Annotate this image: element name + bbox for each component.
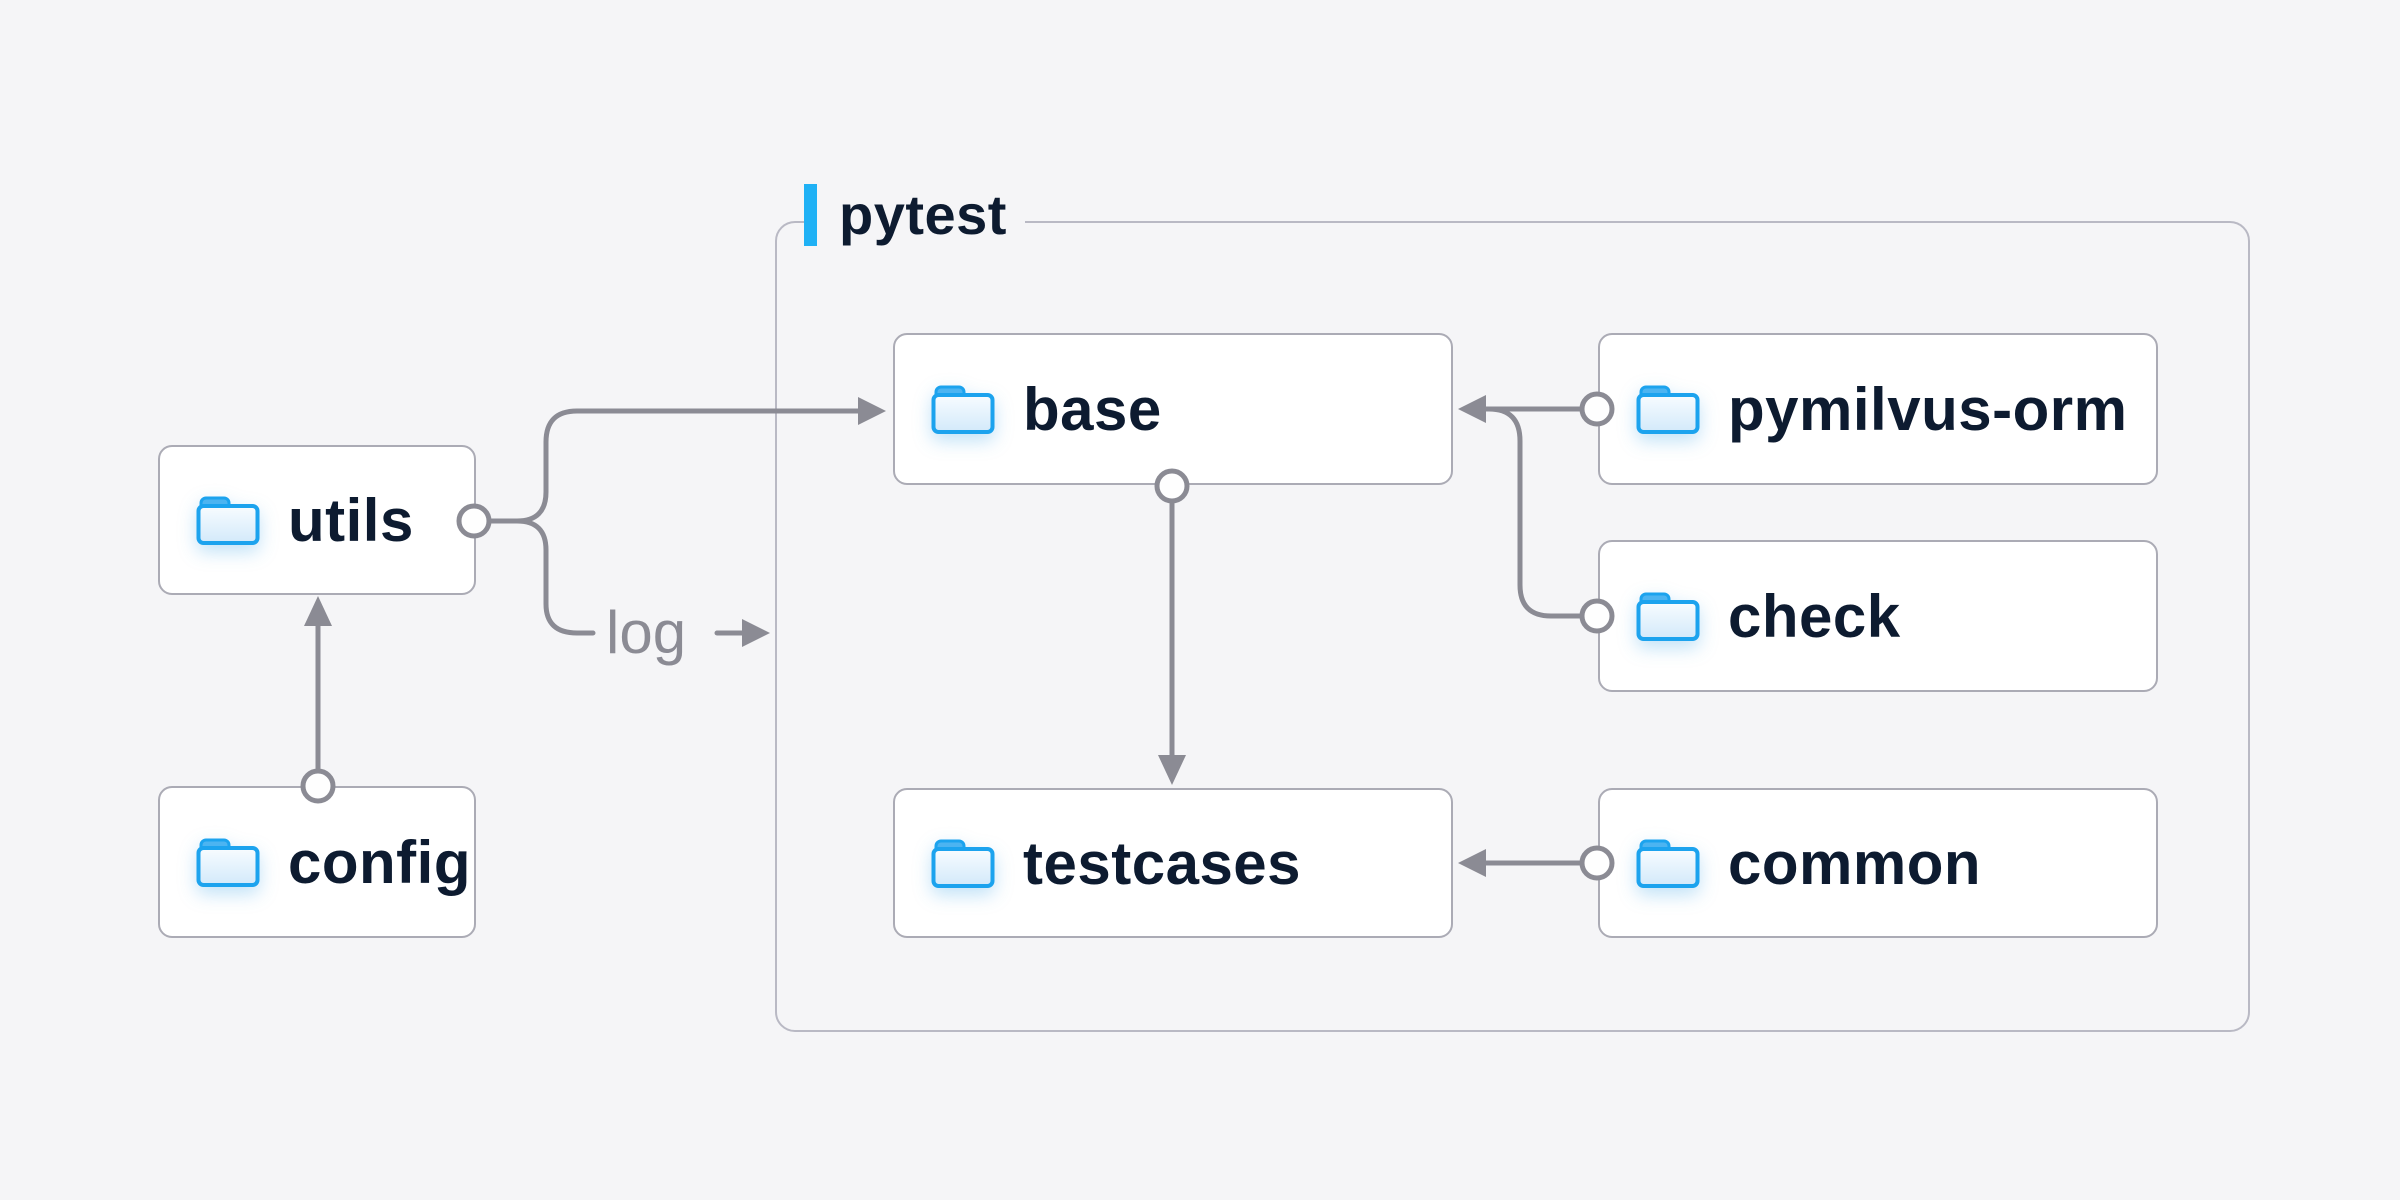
arrowhead-into-group	[742, 619, 770, 647]
edge-label-log: log	[606, 599, 687, 666]
folder-node-common: common	[1598, 788, 2158, 938]
folder-node-base: base	[893, 333, 1453, 485]
folder-node-utils: utils	[158, 445, 476, 595]
folder-node-testcases: testcases	[893, 788, 1453, 938]
node-label: utils	[288, 486, 414, 554]
folder-node-config: config	[158, 786, 476, 938]
folder-node-check: check	[1598, 540, 2158, 692]
folder-node-pymilvus-orm: pymilvus-orm	[1598, 333, 2158, 485]
arrowhead-into-utils	[304, 596, 332, 626]
group-accent-bar	[804, 184, 817, 246]
folder-icon	[931, 385, 995, 434]
node-label: base	[1023, 375, 1162, 443]
folder-icon	[196, 838, 260, 887]
node-label: check	[1728, 582, 1901, 650]
node-label: config	[288, 828, 471, 896]
node-label: common	[1728, 829, 1982, 897]
folder-icon	[1636, 385, 1700, 434]
folder-icon	[1636, 592, 1700, 641]
folder-icon	[1636, 839, 1700, 888]
node-label: pymilvus-orm	[1728, 375, 2128, 443]
pytest-group-label: pytest	[804, 183, 1025, 247]
pytest-group-container	[775, 221, 2250, 1032]
group-label-text: pytest	[839, 183, 1007, 246]
node-label: testcases	[1023, 829, 1302, 897]
folder-icon	[931, 839, 995, 888]
folder-icon	[196, 496, 260, 545]
edge-utils-to-log	[488, 518, 596, 636]
